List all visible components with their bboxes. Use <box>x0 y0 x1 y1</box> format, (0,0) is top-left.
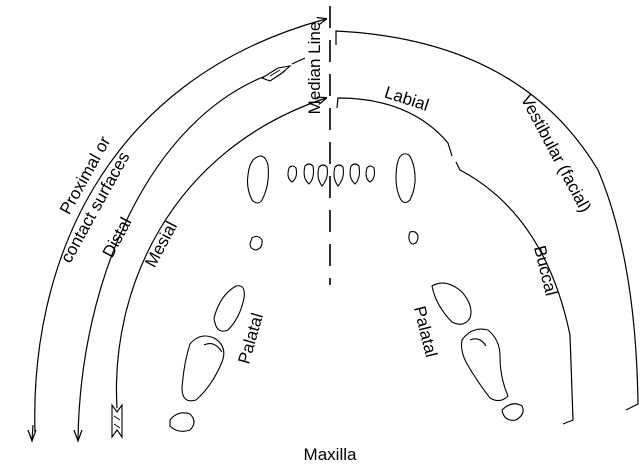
mesial-label: Mesial <box>141 218 181 270</box>
distal-label: Distal <box>99 214 136 260</box>
palatal-left-label: Palatal <box>234 311 267 366</box>
distal-arrow <box>77 74 269 441</box>
buccal-label: Buccal <box>530 244 561 298</box>
vestibular-arc <box>335 30 639 411</box>
distal-feather-icon <box>260 57 306 82</box>
left-molars <box>169 285 245 432</box>
palatal-right-label: Palatal <box>410 304 441 359</box>
mesial-feather-icon <box>111 403 123 439</box>
distal-arrow-head <box>73 429 83 443</box>
labial-arc <box>336 97 453 157</box>
right-molars <box>431 282 524 421</box>
incisors <box>287 163 376 187</box>
vestibular-label: Vestibular (facial) <box>517 91 595 215</box>
proximal-arrow-down-head <box>27 429 37 443</box>
maxilla-caption: Maxilla <box>304 445 357 464</box>
right-premolar <box>408 230 419 245</box>
median-line-label: Median Line <box>305 22 324 115</box>
proximal-arrow-down <box>31 424 34 441</box>
proximal-arrow <box>34 19 326 433</box>
mesial-arrow <box>115 98 326 409</box>
left-premolar <box>249 235 263 251</box>
labial-label: Labial <box>382 83 431 115</box>
buccal-arc <box>455 161 574 425</box>
left-canine <box>246 155 269 204</box>
right-canine <box>395 153 416 204</box>
